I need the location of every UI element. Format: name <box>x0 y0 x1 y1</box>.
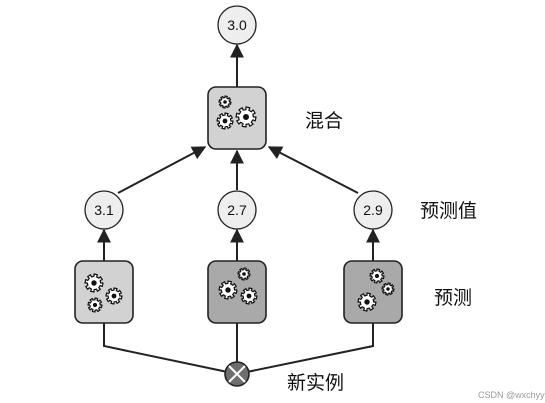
gear-hub <box>92 302 98 308</box>
prediction-2-value: 2.7 <box>227 202 247 218</box>
predictor-3 <box>343 260 403 324</box>
input-edges <box>103 323 374 375</box>
gear-hub <box>242 272 246 276</box>
blender-label: 混合 <box>305 110 343 132</box>
prediction-1: 3.1 <box>84 190 124 230</box>
predictions-label: 预测值 <box>420 200 477 222</box>
prediction-3: 2.9 <box>353 190 393 230</box>
edge-input-predictor-1 <box>103 323 238 375</box>
edge-value-1-blender <box>117 146 207 194</box>
gear-hub <box>246 293 252 299</box>
gears-icon <box>216 95 257 130</box>
predictor-2 <box>207 260 267 324</box>
predictors-label: 预测 <box>434 287 472 309</box>
new-instance-label: 新实例 <box>287 372 344 394</box>
gear-hub <box>374 273 380 279</box>
cross-circle-icon <box>224 361 250 387</box>
gears-icon <box>218 267 258 305</box>
gear-hub <box>223 100 227 104</box>
edge-value-3-blender <box>267 146 359 194</box>
blender <box>207 86 267 150</box>
predictor-1 <box>74 260 134 324</box>
gear-hub <box>91 280 97 286</box>
gear-hub <box>222 118 228 124</box>
prediction-1-value: 3.1 <box>94 202 114 218</box>
gear-hub <box>386 287 390 291</box>
gear-hub <box>364 299 370 305</box>
gear-hub <box>111 293 117 299</box>
final-prediction: 3.0 <box>217 5 257 45</box>
gears-icon <box>357 268 395 312</box>
gear-hub <box>243 114 249 120</box>
gears-icon <box>84 273 123 313</box>
predictor-edges <box>97 228 380 261</box>
watermark: CSDN @wxchyy <box>478 390 545 400</box>
prediction-3-value: 2.9 <box>363 202 383 218</box>
prediction-edges <box>117 146 359 194</box>
prediction-2: 2.7 <box>217 190 257 230</box>
edge-input-predictor-3 <box>236 323 374 375</box>
gear-hub <box>225 287 231 293</box>
final-prediction-value: 3.0 <box>227 17 247 33</box>
